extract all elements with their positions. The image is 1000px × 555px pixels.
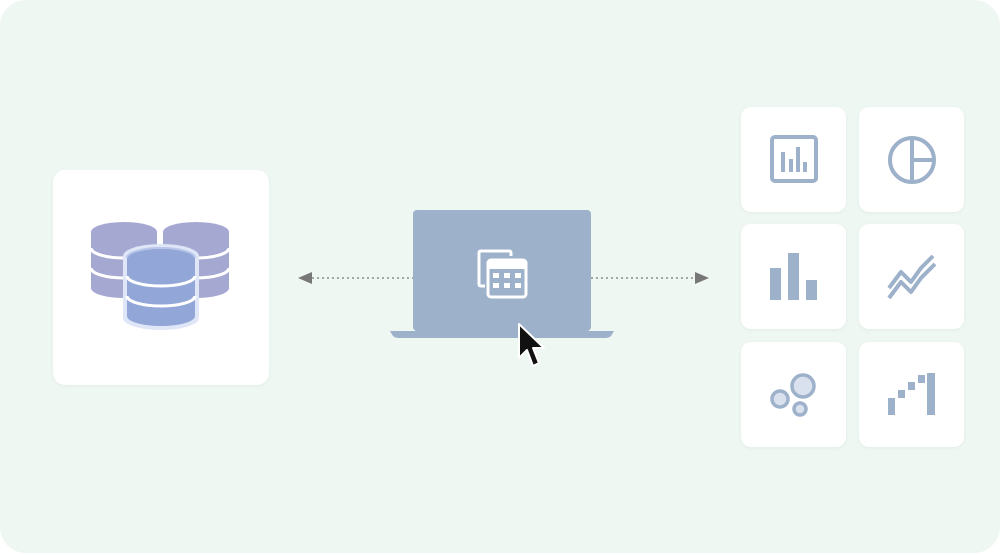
- bubble-chart-icon: [770, 373, 816, 417]
- database-card: [53, 170, 269, 385]
- laptop-icon: [390, 210, 614, 338]
- chart-tile-bubble: [741, 342, 846, 447]
- chart-tile-report: [741, 107, 846, 212]
- report-chart-icon: [770, 135, 818, 183]
- chart-tile-line: [859, 224, 964, 329]
- mouse-cursor-icon: [518, 323, 545, 367]
- bar-chart-icon: [770, 253, 817, 300]
- chart-tile-bar: [741, 224, 846, 329]
- arrow-left-icon: [298, 272, 312, 284]
- line-chart-icon: [887, 254, 937, 300]
- connector-lines: [298, 272, 709, 284]
- arrow-right-icon: [695, 272, 709, 284]
- chart-tile-step: [859, 342, 964, 447]
- step-chart-icon: [888, 373, 935, 415]
- chart-tile-pie: [859, 107, 964, 212]
- database-stack-icon: [89, 222, 231, 330]
- pie-chart-icon: [888, 136, 936, 184]
